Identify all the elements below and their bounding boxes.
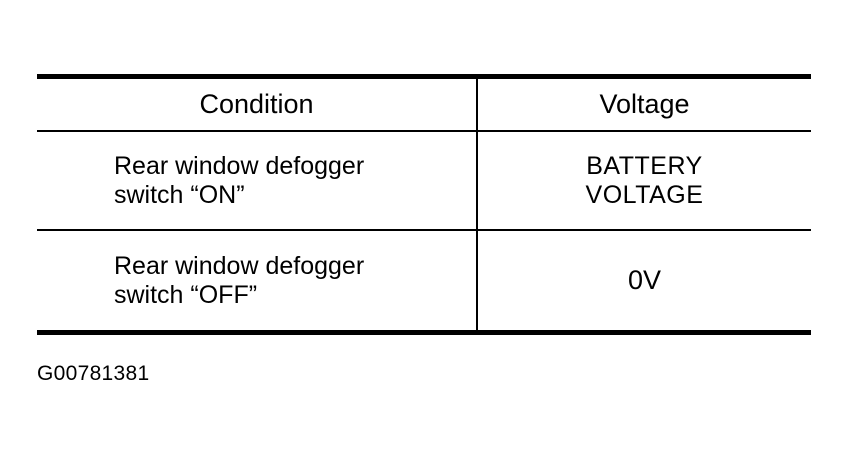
voltage-header-label: Voltage xyxy=(599,89,690,119)
table-row: Rear window defogger switch “OFF” 0V xyxy=(37,231,811,330)
condition-header-label: Condition xyxy=(199,89,314,119)
voltage-cell: BATTERY VOLTAGE xyxy=(478,132,811,229)
table-header-row: Condition Voltage xyxy=(37,79,811,132)
column-header-condition: Condition xyxy=(37,79,478,130)
condition-text: Rear window defogger switch “OFF” xyxy=(114,251,365,309)
voltage-spec-table: Condition Voltage Rear window defogger s… xyxy=(37,74,811,335)
column-header-voltage: Voltage xyxy=(478,79,811,130)
condition-text: Rear window defogger switch “ON” xyxy=(114,151,365,209)
figure-id-label: G00781381 xyxy=(37,362,150,385)
voltage-text: BATTERY VOLTAGE xyxy=(585,151,704,209)
voltage-cell: 0V xyxy=(478,231,811,330)
voltage-text: 0V xyxy=(627,265,662,295)
condition-cell: Rear window defogger switch “OFF” xyxy=(37,231,478,330)
condition-cell: Rear window defogger switch “ON” xyxy=(37,132,478,229)
table-row: Rear window defogger switch “ON” BATTERY… xyxy=(37,132,811,231)
